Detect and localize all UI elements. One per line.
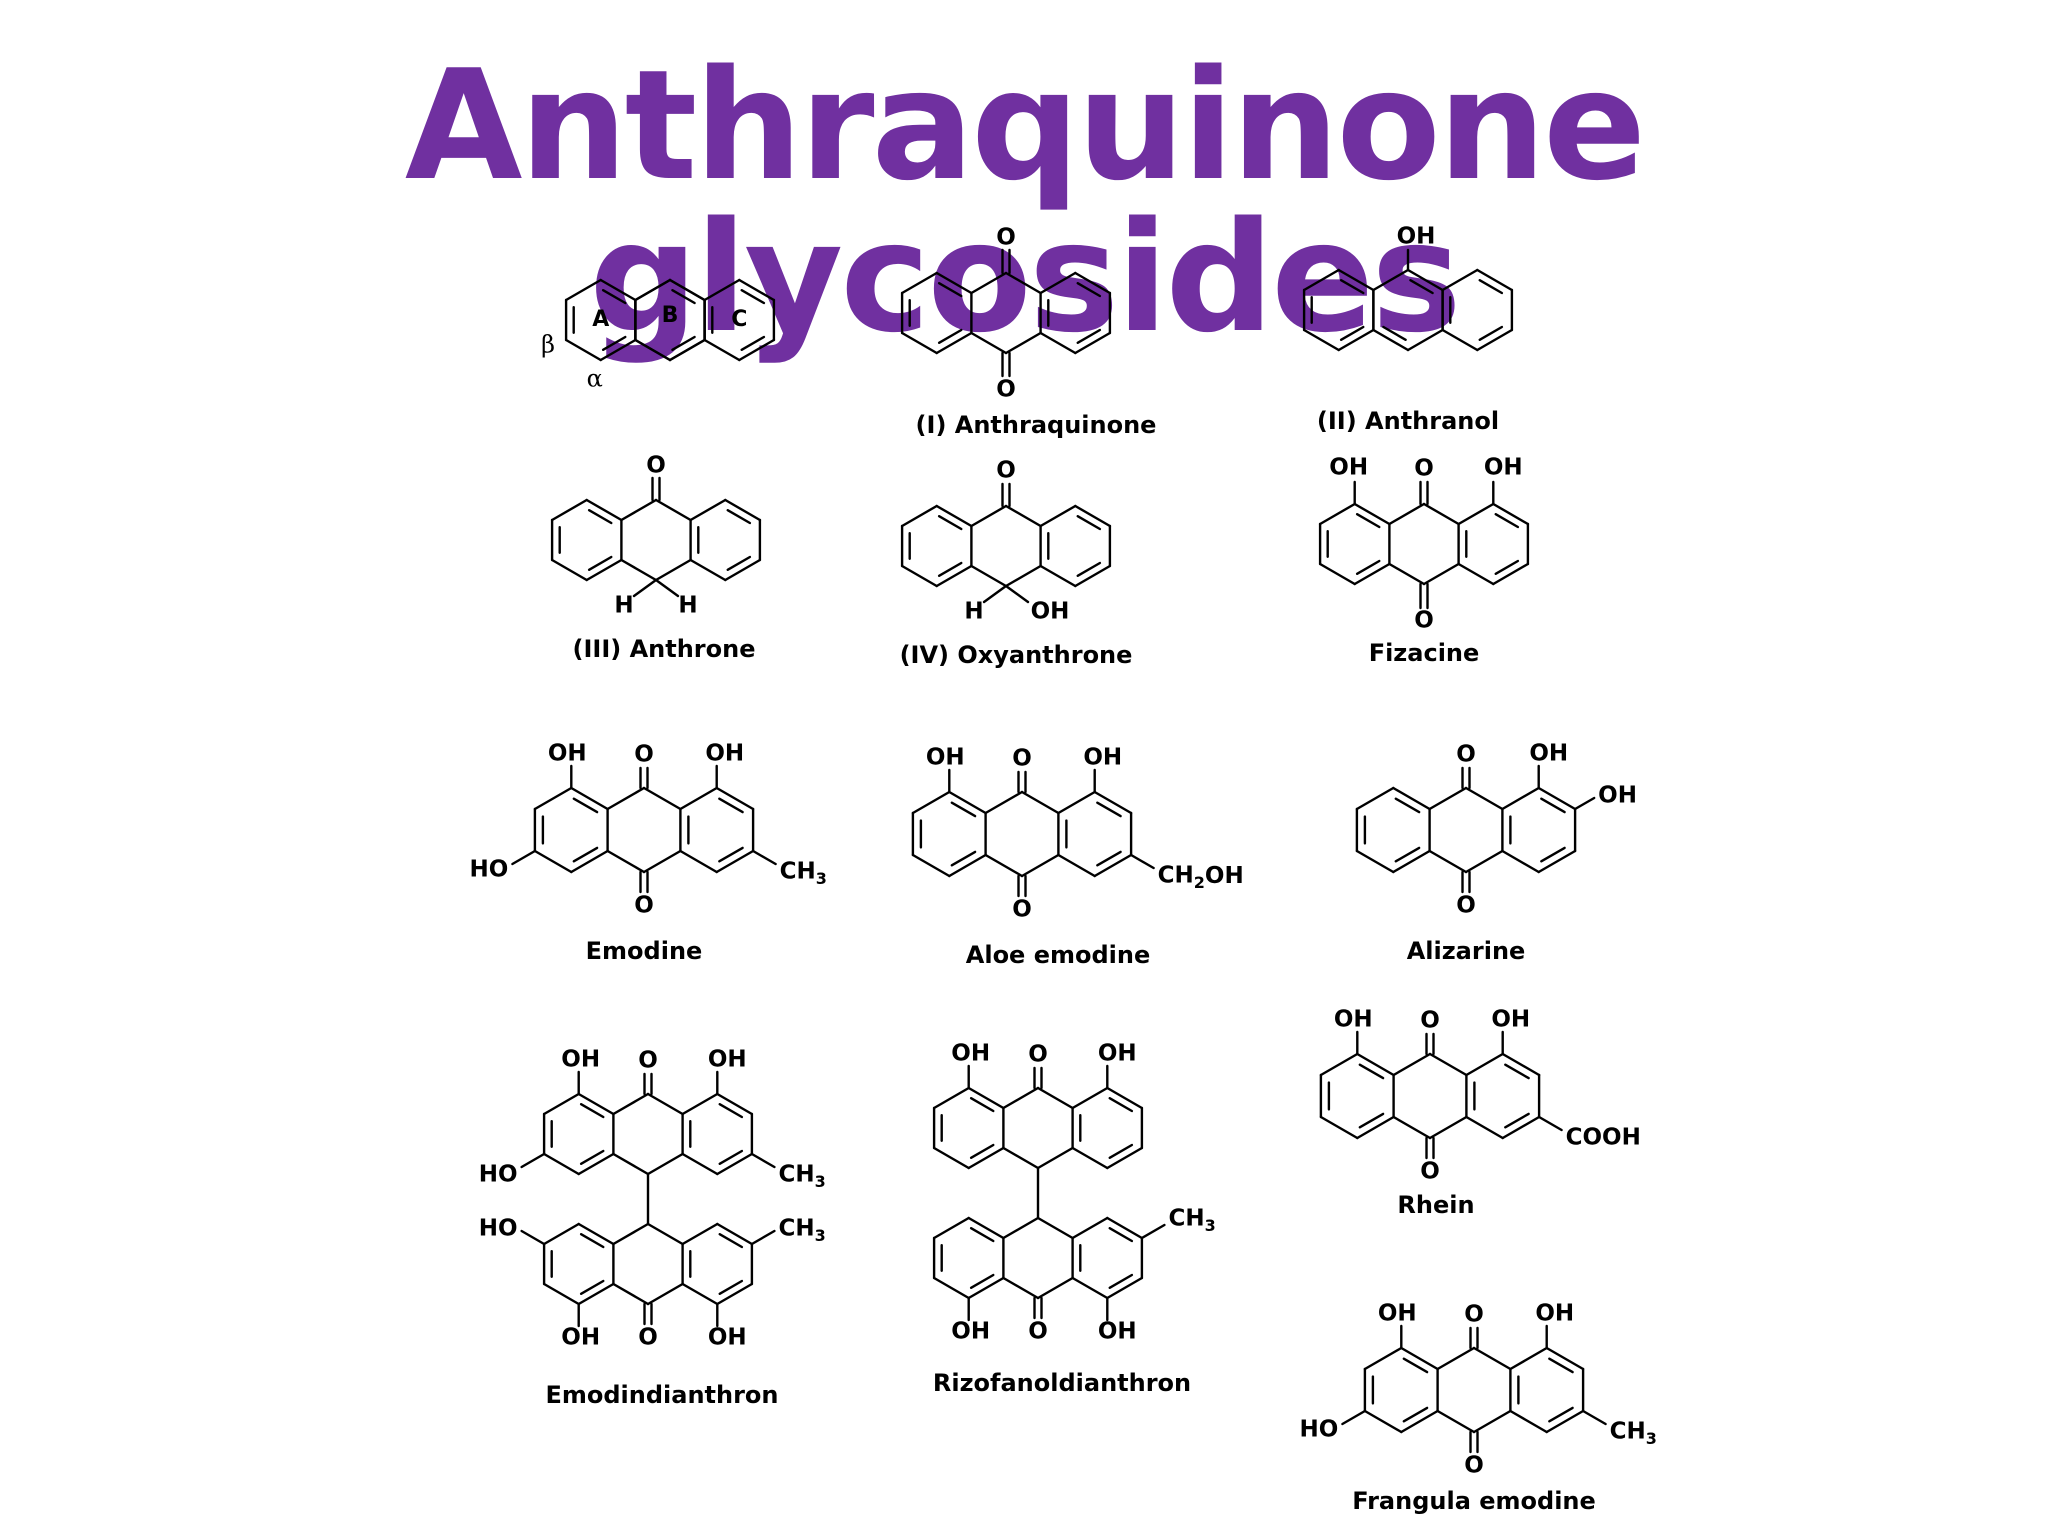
atom-o-top: O — [634, 742, 654, 768]
structure-fizacine: O O OH OH Fizacine — [1318, 455, 1530, 667]
atom-ho: HO — [470, 857, 509, 883]
atom-h-right: H — [678, 593, 697, 619]
structure-anthranol: OH (II) Anthranol — [1302, 224, 1514, 435]
atom-oh-8: OH — [708, 1047, 747, 1073]
atom-ho-bottom: HO — [479, 1216, 518, 1242]
atom-o-bottom: O — [1414, 608, 1434, 634]
atom-o-bottom: O — [1456, 893, 1476, 919]
atom-o-top: O — [638, 1048, 658, 1074]
compound-label-anthranol: (II) Anthranol — [1317, 407, 1499, 435]
compound-label-emodine: Emodine — [586, 937, 703, 965]
atom-o-bottom: O — [1464, 1453, 1484, 1479]
structure-anthrone: O H H (III) Anthrone — [550, 453, 762, 663]
ring-label-a: A — [592, 307, 609, 332]
atom-oh-right: OH — [1491, 1007, 1530, 1033]
compound-label-frangula-emodine: Frangula emodine — [1352, 1487, 1596, 1515]
atom-o-top: O — [1464, 1302, 1484, 1328]
compound-label-fizacine: Fizacine — [1369, 639, 1480, 667]
atom-oh-1: OH — [951, 1041, 990, 1067]
ring-label-b: B — [662, 303, 679, 328]
atom-ho-top: HO — [479, 1162, 518, 1188]
structure-alizarine: O O OH OH Alizarine — [1355, 741, 1637, 965]
atom-oh-1: OH — [561, 1047, 600, 1073]
compound-label-rhein: Rhein — [1397, 1191, 1474, 1219]
atom-ch3: CH3 — [780, 859, 827, 888]
atom-o-bottom: O — [1028, 1319, 1048, 1345]
atom-ch2oh: CH2OH — [1158, 863, 1244, 892]
atom-cooh: COOH — [1566, 1125, 1641, 1151]
atom-o-top: O — [1456, 742, 1476, 768]
atom-oh-left: OH — [1334, 1007, 1373, 1033]
atom-o-bottom: O — [1420, 1159, 1440, 1185]
atom-o-top: O — [1420, 1008, 1440, 1034]
compound-label-rizofanoldianthron: Rizofanoldianthron — [933, 1369, 1191, 1397]
compound-label-anthrone: (III) Anthrone — [573, 635, 756, 663]
structure-anthracene-nucleus: A B Cβ α — [541, 278, 776, 393]
atom-oh-1: OH — [1529, 741, 1568, 767]
atom-o-top: O — [996, 225, 1016, 251]
atom-oh-left: OH — [548, 741, 587, 767]
atom-o-bottom: O — [634, 893, 654, 919]
atom-oh-1b: OH — [951, 1319, 990, 1345]
atom-ch3-bottom: CH3 — [778, 1216, 825, 1245]
slide-title: Anthraquinone glycosides — [404, 37, 1646, 366]
atom-oh-2: OH — [1598, 783, 1637, 809]
atom-ch3-top: CH3 — [778, 1162, 825, 1191]
compound-label-alizarine: Alizarine — [1407, 937, 1526, 965]
atom-oh-8b: OH — [1098, 1319, 1137, 1345]
atom-o-bottom: O — [996, 377, 1016, 403]
atom-ho: HO — [1300, 1417, 1339, 1443]
atom-oh-right: OH — [1484, 455, 1523, 481]
atom-oh-left: OH — [1378, 1301, 1417, 1327]
atom-ch3: CH3 — [1610, 1419, 1657, 1448]
atom-o-top: O — [996, 458, 1016, 484]
compound-label-emodindianthron: Emodindianthron — [545, 1381, 778, 1409]
compound-label-aloe-emodine: Aloe emodine — [966, 941, 1150, 969]
atom-oh: OH — [1397, 224, 1436, 250]
compound-label-oxyanthrone: (IV) Oxyanthrone — [900, 641, 1133, 669]
atom-o-top: O — [646, 453, 666, 479]
structure-aloe-emodine: O O OH OH CH2OH Aloe emodine — [911, 745, 1244, 969]
atom-oh-1b: OH — [561, 1325, 600, 1351]
structure-anthraquinone: O O (I) Anthraquinone — [900, 225, 1157, 439]
atom-oh-left: OH — [1329, 455, 1368, 481]
atom-o-top: O — [1012, 746, 1032, 772]
atom-o-top: O — [1414, 456, 1434, 482]
ring-label-c: C — [731, 307, 747, 332]
compound-label-anthraquinone: (I) Anthraquinone — [916, 411, 1157, 439]
atom-h-left: H — [614, 593, 633, 619]
atom-oh: OH — [1031, 599, 1070, 625]
atom-oh-right: OH — [705, 741, 744, 767]
atom-o-bottom: O — [638, 1325, 658, 1351]
atom-ch3: CH3 — [1168, 1206, 1215, 1235]
atom-h: H — [964, 599, 983, 625]
atom-oh-8b: OH — [708, 1325, 747, 1351]
atom-oh-right: OH — [1535, 1301, 1574, 1327]
position-alpha: α — [587, 365, 603, 393]
atom-oh-left: OH — [926, 745, 965, 771]
atom-o-bottom: O — [1012, 897, 1032, 923]
atom-o-top: O — [1028, 1042, 1048, 1068]
position-beta: β — [541, 331, 555, 359]
atom-oh-right: OH — [1083, 745, 1122, 771]
atom-oh-8: OH — [1098, 1041, 1137, 1067]
structure-rhein: O O OH OH COOH Rhein — [1319, 1007, 1641, 1219]
